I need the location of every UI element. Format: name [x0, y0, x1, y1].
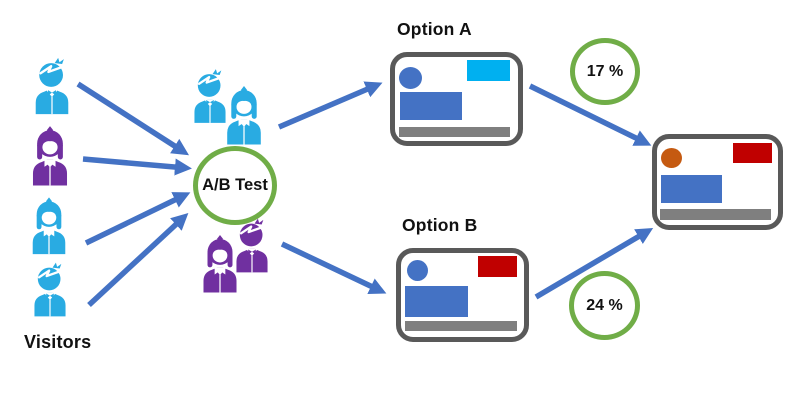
- card-a-content-rect: [400, 92, 462, 120]
- result-avatar-circle: [661, 148, 682, 168]
- option-a-card: [390, 52, 523, 146]
- card-a-avatar-circle: [399, 67, 422, 89]
- visitors-label: Visitors: [24, 332, 92, 352]
- result-card: [652, 134, 783, 230]
- option-b-conversion-badge: 24 %: [569, 271, 640, 340]
- arrow-groupa-to-option-a: [277, 81, 383, 130]
- ab-test-node: A/B Test: [193, 146, 277, 225]
- arrow-visitor2-to-test: [82, 156, 192, 176]
- result-cta-rect: [733, 143, 772, 163]
- visitor-1-male-icon: [30, 57, 74, 115]
- arrow-visitor4-to-test: [87, 212, 189, 308]
- option-a-conversion-badge: 17 %: [570, 38, 640, 105]
- visitor-4-male-icon: [29, 261, 71, 318]
- arrow-visitor3-to-test: [84, 192, 191, 246]
- card-a-footer-bar: [399, 127, 510, 137]
- group-b-female-icon: [197, 235, 243, 293]
- ab-test-label: A/B Test: [202, 176, 268, 194]
- option-a-conversion-value: 17 %: [586, 62, 624, 80]
- card-b-avatar-circle: [407, 260, 428, 281]
- card-b-cta-rect: [478, 256, 517, 277]
- card-b-footer-bar: [405, 321, 517, 331]
- option-b-card: [396, 248, 529, 342]
- option-b-title: Option B: [402, 215, 478, 235]
- card-b-content-rect: [405, 286, 468, 317]
- group-a-female-icon: [220, 86, 268, 145]
- option-a-title: Option A: [397, 19, 472, 39]
- option-b-conversion-value: 24 %: [586, 296, 623, 314]
- result-footer-bar: [660, 209, 771, 220]
- result-content-rect: [661, 175, 722, 203]
- card-a-cta-rect: [467, 60, 510, 81]
- arrow-visitor1-to-test: [76, 81, 190, 156]
- visitor-2-female-icon: [27, 126, 73, 186]
- arrow-groupb-to-option-b: [280, 241, 387, 294]
- visitor-3-female-icon: [27, 197, 71, 255]
